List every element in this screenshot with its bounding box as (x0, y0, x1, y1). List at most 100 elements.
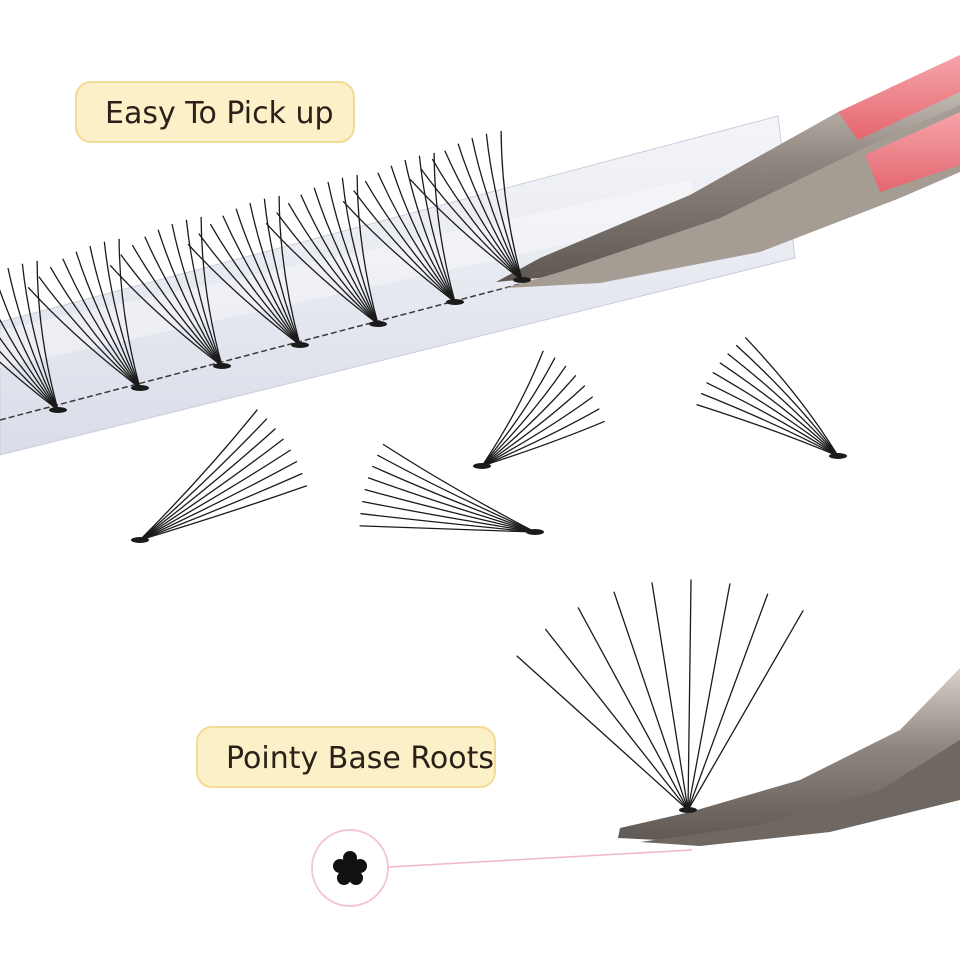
lash-strand (372, 465, 536, 533)
lash-strand (27, 286, 141, 389)
lash-strand (481, 408, 600, 467)
lash-strand (139, 461, 298, 541)
lash-strand (481, 357, 556, 467)
lash-strand (444, 150, 523, 281)
lash-strand (0, 318, 59, 411)
lash-strand (696, 404, 839, 457)
lash-strand (420, 168, 523, 281)
lash-strand (687, 610, 804, 811)
tweezer-grip-lower (865, 112, 960, 192)
tweezers-top (496, 55, 960, 288)
lash-fans (0, 130, 847, 813)
lash-strand (433, 152, 456, 303)
lash-fan-loose-4 (359, 443, 544, 535)
lash-strand (342, 200, 456, 303)
lash-strand (0, 350, 59, 411)
lash-strand (0, 289, 59, 411)
lash-base (526, 529, 544, 535)
lash-base (369, 321, 387, 327)
callout-easy-pick-up: Easy To Pick up (75, 81, 355, 143)
lash-strand (377, 172, 456, 303)
lash-strand (200, 216, 223, 367)
lash-strand (36, 260, 59, 411)
lash-strand (0, 337, 59, 411)
lash-base (49, 407, 67, 413)
lash-strand (300, 194, 379, 325)
lash-strand (364, 489, 536, 533)
lash-strand (198, 233, 301, 346)
lash-strand (249, 202, 301, 346)
lash-base (829, 453, 847, 459)
lash-strand (89, 245, 141, 389)
lash-strand (356, 174, 379, 325)
lash-base (446, 299, 464, 305)
lash-strand (613, 591, 689, 811)
lash-strand (341, 177, 379, 325)
lash-strand (185, 219, 223, 367)
lash-strand (139, 418, 268, 541)
lash-strand (287, 202, 379, 325)
lash-strand (390, 165, 456, 303)
lash-base (131, 385, 149, 391)
lash-strand (745, 337, 839, 457)
lash-strand (327, 181, 379, 325)
lash-strand (481, 365, 567, 467)
lash-strand (651, 582, 689, 811)
lash-strand (75, 251, 141, 389)
lash-strand (687, 593, 769, 811)
lash-fan-tray-2 (27, 238, 149, 391)
pointer-line (387, 849, 693, 868)
lash-strand (712, 372, 839, 457)
lash-fan-loose-1 (473, 350, 605, 469)
lash-strand (353, 190, 456, 303)
lash-strand (109, 264, 223, 367)
flower-root-icon (333, 851, 367, 885)
lash-base (131, 537, 149, 543)
lash-strand (0, 361, 59, 411)
lash-strand (144, 236, 223, 367)
lash-base (513, 277, 531, 283)
lash-strand (263, 198, 301, 346)
root-callout (311, 829, 693, 907)
lash-strand (235, 208, 301, 346)
lash-strand (278, 195, 301, 346)
lash-strand (139, 449, 291, 541)
lash-strand (409, 178, 523, 281)
lash-strand (120, 254, 223, 367)
lash-fan-tray-4 (187, 195, 309, 348)
lash-base (679, 807, 697, 813)
lash-fan-tray-1 (0, 260, 67, 413)
lash-strand (367, 477, 536, 533)
lash-fan-held (516, 579, 804, 813)
lash-strand (103, 241, 141, 389)
lash-strand (719, 362, 839, 457)
lash-strand (222, 215, 301, 346)
lash-strand (265, 222, 379, 325)
lash-fan-tray-3 (109, 216, 231, 369)
lash-strand (139, 485, 308, 541)
lash-strand (544, 628, 689, 811)
lash-base (473, 463, 491, 469)
lash-strand (516, 655, 689, 811)
lash-fan-tray-6 (342, 152, 464, 305)
lash-strand (481, 350, 544, 467)
lash-strand (735, 344, 839, 457)
lash-strand (481, 385, 586, 467)
lash-strand (481, 420, 605, 467)
lash-strand (187, 243, 301, 346)
lash-strand (139, 438, 284, 541)
lash-strand (471, 137, 523, 281)
lash-strand (360, 513, 536, 533)
lash-strand (21, 263, 59, 411)
lash-strand (118, 238, 141, 389)
lash-strand (313, 187, 379, 325)
lash-fan-tray-7 (409, 130, 531, 283)
lash-strand (209, 223, 301, 346)
lash-strand (49, 266, 141, 389)
lash-strand (377, 454, 536, 533)
lash-strand (382, 443, 536, 533)
lash-strand (700, 392, 839, 457)
lash-strand (481, 396, 593, 467)
lash-strand (38, 276, 141, 389)
